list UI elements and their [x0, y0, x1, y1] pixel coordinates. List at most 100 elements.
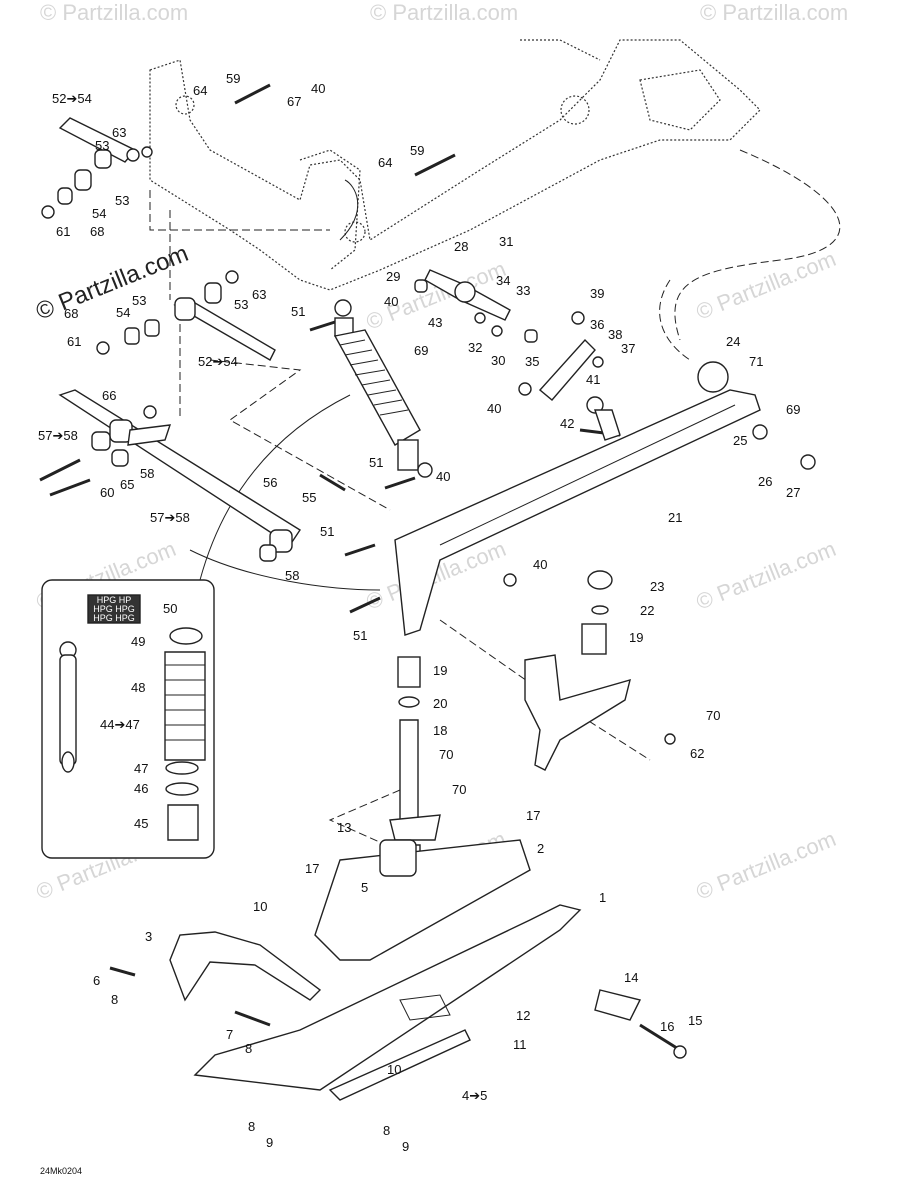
callout-3: 3 — [145, 929, 152, 944]
callout-30: 30 — [491, 353, 505, 368]
callout-63: 63 — [112, 125, 126, 140]
callout-71: 71 — [749, 354, 763, 369]
callout-labels: 52➔54 53 63 54 53 61 68 64 59 67 40 64 5… — [38, 71, 800, 1176]
callout-59: 59 — [410, 143, 424, 158]
callout-39: 39 — [590, 286, 604, 301]
shock-absorber — [333, 299, 433, 478]
callout-6: 6 — [93, 973, 100, 988]
callout-33: 33 — [516, 283, 530, 298]
callout-5: 5 — [361, 880, 368, 895]
stabilizer-link — [518, 311, 621, 441]
callout-69: 69 — [414, 343, 428, 358]
callout-40: 40 — [436, 469, 450, 484]
lower-arm-assembly — [96, 270, 276, 361]
callout-41: 41 — [586, 372, 600, 387]
upper-arm-assembly — [41, 117, 153, 219]
frame-outline — [149, 39, 761, 291]
callout-67: 67 — [287, 94, 301, 109]
callout-20: 20 — [433, 696, 447, 711]
pivot-shaft — [414, 269, 538, 343]
callout-10: 10 — [387, 1062, 401, 1077]
callout-65: 65 — [120, 477, 134, 492]
callout-8: 8 — [245, 1041, 252, 1056]
callout-1: 1 — [599, 890, 606, 905]
ski-assembly — [169, 839, 642, 1101]
callout-7: 7 — [226, 1027, 233, 1042]
watermark: © Partzilla.com — [693, 536, 840, 615]
callout-51: 51 — [320, 524, 334, 539]
callout-70: 70 — [439, 747, 453, 762]
callout-59: 59 — [226, 71, 240, 86]
callout-43: 43 — [428, 315, 442, 330]
watermark: © Partzilla.com — [370, 0, 518, 25]
callout-44-47: 44➔47 — [100, 717, 140, 732]
callout-61: 61 — [67, 334, 81, 349]
watermark: © Partzilla.com — [40, 0, 188, 25]
callout-58: 58 — [285, 568, 299, 583]
callout-55: 55 — [302, 490, 316, 505]
callout-37: 37 — [621, 341, 635, 356]
callout-70: 70 — [452, 782, 466, 797]
callout-4-5: 4➔5 — [462, 1088, 487, 1103]
callout-40: 40 — [487, 401, 501, 416]
callout-42: 42 — [560, 416, 574, 431]
callout-27: 27 — [786, 485, 800, 500]
callout-50: 50 — [163, 601, 177, 616]
callout-15: 15 — [688, 1013, 702, 1028]
callout-48: 48 — [131, 680, 145, 695]
callout-51: 51 — [353, 628, 367, 643]
side-bracket — [524, 570, 676, 771]
callout-9: 9 — [402, 1139, 409, 1154]
callout-47: 47 — [134, 761, 148, 776]
callout-46: 46 — [134, 781, 148, 796]
callout-52-54: 52➔54 — [198, 354, 238, 369]
callout-49: 49 — [131, 634, 145, 649]
callout-9: 9 — [266, 1135, 273, 1150]
callout-21: 21 — [668, 510, 682, 525]
callout-68: 68 — [90, 224, 104, 239]
trailing-arm — [394, 361, 768, 636]
watermark: © Partzilla.com — [700, 0, 848, 25]
callout-25: 25 — [733, 433, 747, 448]
callout-64: 64 — [193, 83, 207, 98]
callout-8: 8 — [248, 1119, 255, 1134]
callout-35: 35 — [525, 354, 539, 369]
callout-57-58: 57➔58 — [38, 428, 78, 443]
callout-36: 36 — [590, 317, 604, 332]
callout-14: 14 — [624, 970, 638, 985]
callout-58: 58 — [140, 466, 154, 481]
callout-13: 13 — [337, 820, 351, 835]
callout-51: 51 — [369, 455, 383, 470]
callout-66: 66 — [102, 388, 116, 403]
callout-62: 62 — [690, 746, 704, 761]
callout-29: 29 — [386, 269, 400, 284]
callout-2: 2 — [537, 841, 544, 856]
callout-19: 19 — [629, 630, 643, 645]
callout-31: 31 — [499, 234, 513, 249]
callout-56: 56 — [263, 475, 277, 490]
inset-box: HPG HP HPG HPG HPG HPG — [41, 579, 215, 859]
decal-text: HPG HP — [97, 595, 132, 605]
callout-8: 8 — [383, 1123, 390, 1138]
callout-54: 54 — [92, 206, 106, 221]
callout-40: 40 — [533, 557, 547, 572]
watermark: © Partzilla.com — [32, 240, 192, 326]
callout-19: 19 — [433, 663, 447, 678]
watermark: © Partzilla.com — [693, 246, 840, 325]
callout-12: 12 — [516, 1008, 530, 1023]
callout-52-54: 52➔54 — [52, 91, 92, 106]
callout-70: 70 — [706, 708, 720, 723]
watermark: © Partzilla.com — [693, 826, 840, 905]
decal-text: HPG HPG — [93, 613, 135, 623]
callout-60: 60 — [100, 485, 114, 500]
callout-17: 17 — [526, 808, 540, 823]
callout-61: 61 — [56, 224, 70, 239]
bolts — [39, 83, 816, 1059]
callout-53: 53 — [95, 138, 109, 153]
callout-40: 40 — [311, 81, 325, 96]
diagram-code: 24Mk0204 — [40, 1166, 82, 1176]
callout-8: 8 — [111, 992, 118, 1007]
front-arm-assembly — [58, 389, 301, 562]
callout-18: 18 — [433, 723, 447, 738]
callout-40: 40 — [384, 294, 398, 309]
